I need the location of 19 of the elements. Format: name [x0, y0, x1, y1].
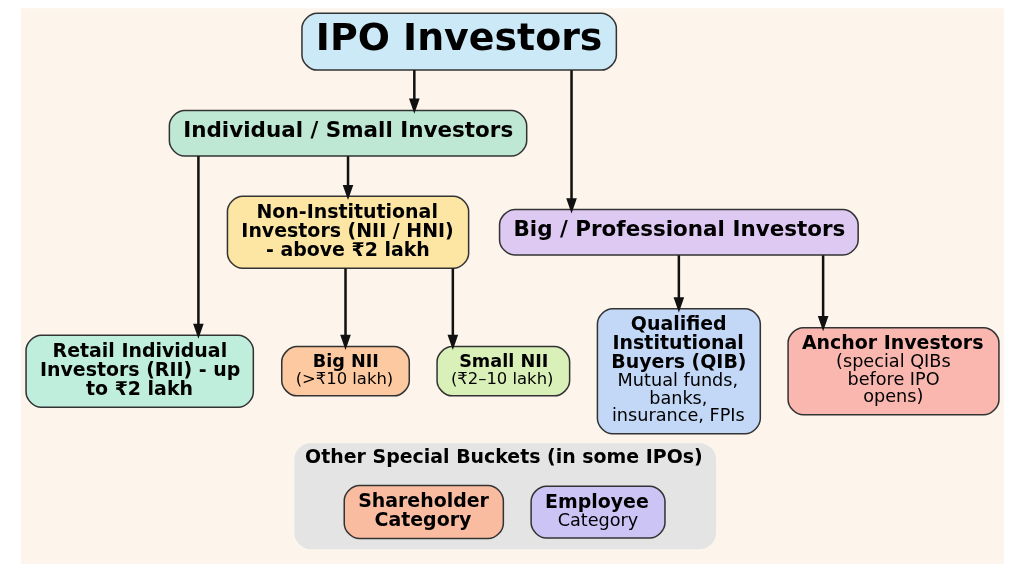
- arrow: [673, 255, 684, 313]
- arrow: [192, 156, 204, 339]
- node-box: Small NII (₹2–10 lakh): [435, 345, 570, 397]
- node-box: IPO Investors: [300, 12, 617, 71]
- node-box: Shareholder Category: [343, 484, 504, 540]
- node-box: Retail Individual Investors (RII) - up to ₹2 lakh: [24, 334, 254, 408]
- node-box: Anchor Investors (special QIBs before IPO opens): [786, 326, 1000, 416]
- arrow: [447, 268, 458, 351]
- arrow: [408, 70, 420, 114]
- node-box: Non-Institutional Investors (NII / HNI) - above ₹2 lakh: [226, 195, 469, 270]
- arrow: [565, 70, 577, 214]
- node-box: Individual / Small Investors: [168, 109, 527, 157]
- node-box: Big NII (>₹10 lakh): [280, 345, 410, 397]
- node-box: Employee Category: [529, 485, 666, 539]
- node-box: Qualified Institutional Buyers (QIB) Mutual funds, banks, insurance, FPIs: [596, 307, 761, 435]
- arrow: [342, 156, 353, 201]
- arrow: [339, 268, 351, 351]
- node-box: Big / Professional Investors: [498, 208, 859, 256]
- arrow: [817, 255, 828, 332]
